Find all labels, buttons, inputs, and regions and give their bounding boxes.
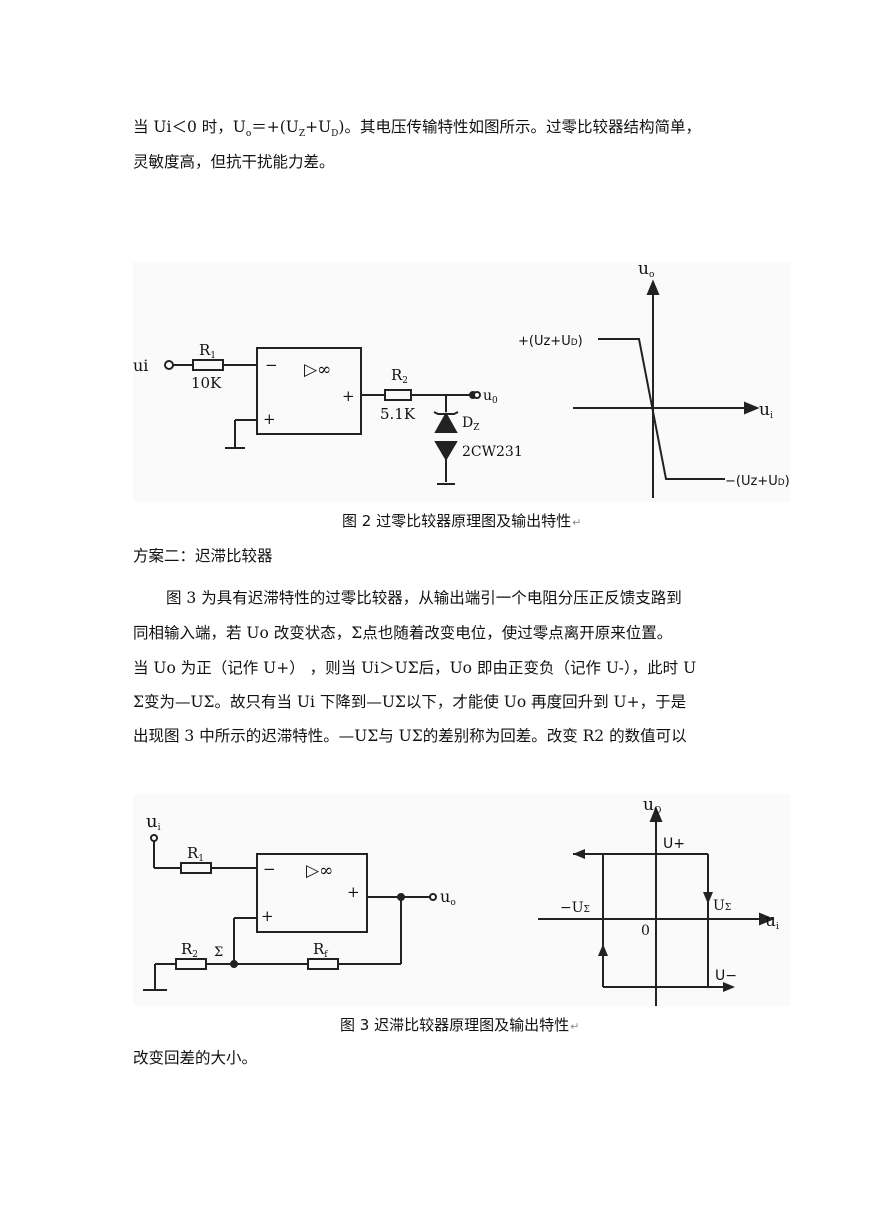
paragraph-1-line-2: 灵敏度高，但抗干扰能力差。: [133, 153, 335, 171]
fig2-output-label: u0: [483, 388, 498, 406]
circuit-2: [164, 347, 481, 485]
paragraph-mark: ↵: [570, 1020, 580, 1033]
fig2-out-plus: +: [342, 387, 355, 405]
figure-2-caption: 图 2 过零比较器原理图及输出特性↵: [342, 512, 582, 530]
fig3-r2-label: R2: [181, 940, 198, 960]
fig3-neg-u-sigma-label: −UΣ: [560, 900, 590, 916]
paragraph-2-line-2: 同相输入端，若 Uo 改变状态，Σ点也随着改变电位，使过零点离开原来位置。: [133, 624, 673, 642]
fig2-input-label: ui: [133, 356, 148, 375]
fig3-hysteresis-graph: [538, 806, 775, 1006]
fig2-plus: +: [263, 410, 276, 428]
fig3-origin-label: 0: [641, 923, 650, 939]
circuit-3: [143, 834, 437, 991]
fig3-direction-arrows: [573, 849, 735, 992]
fig2-dz-part: 2CW231: [462, 444, 523, 460]
fig2-r1-value: 10K: [191, 374, 222, 392]
fig3-u-sigma-label: UΣ: [713, 898, 731, 914]
fig3-input-label: ui: [146, 811, 161, 833]
paragraph-2-line-3: 当 Uo 为正（记作 U+） ，则当 Ui＞UΣ后，Uo 即由正变负（记作 U-…: [133, 659, 697, 677]
section-heading: 方案二：迟滞比较器: [133, 547, 273, 565]
fig2-x-axis-label: ui: [759, 400, 773, 421]
fig3-rf-label: Rf: [313, 940, 328, 960]
fig3-plus: +: [261, 907, 274, 925]
paragraph-mark: ↵: [572, 516, 582, 529]
fig3-output-label: uo: [440, 887, 456, 908]
fig3-r1-label: R1: [187, 844, 204, 864]
fig3-u-plus-label: U+: [663, 836, 685, 852]
paragraph-2-line-4: Σ变为—UΣ。故只有当 Ui 下降到—UΣ以下，才能使 Uo 再度回升到 U+，…: [133, 693, 687, 711]
fig3-sigma: Σ: [214, 945, 223, 960]
paragraph-1-line-1: 当 Ui＜0 时，Uo＝+(UZ+UD)。其电压传输特性如图所示。过零比较器结构…: [133, 118, 701, 140]
fig2-y-axis-label: uo: [638, 262, 654, 280]
paragraph-2-line-5: 出现图 3 中所示的迟滞特性。—UΣ与 UΣ的差别称为回差。改变 R2 的数值可…: [133, 727, 687, 745]
fig2-minus: −: [265, 356, 278, 374]
fig2-r2-label: R2: [391, 366, 408, 386]
closing-line: 改变回差的大小。: [133, 1049, 258, 1067]
fig2-dz-label: DZ: [462, 415, 480, 433]
fig2-r2-value: 5.1K: [380, 405, 416, 423]
fig3-u-minus-label: U−: [715, 968, 737, 984]
fig2-transfer-graph: [573, 279, 760, 498]
fig2-opamp-symbol: ▷∞: [304, 360, 331, 380]
figure-2: ui R1 10K − + ▷∞ + R2 5.1K u0 DZ 2CW231 …: [133, 262, 790, 502]
fig3-minus: −: [263, 860, 276, 878]
fig3-x-axis-label: ui: [765, 911, 779, 932]
figure-3: ui R1 − + ▷∞ + uo R2 Σ Rf uO ui U+ U− −U…: [133, 794, 790, 1006]
fig2-high-level-label: +(Uz+UD): [518, 334, 583, 349]
fig3-out-plus: +: [347, 883, 360, 901]
paragraph-2-line-1: 图 3 为具有迟滞特性的过零比较器，从输出端引一个电阻分压正反馈支路到: [166, 589, 682, 607]
fig3-opamp-symbol: ▷∞: [306, 861, 333, 881]
fig2-r1-label: R1: [199, 341, 216, 361]
fig2-low-level-label: −(Uz+UD): [725, 474, 790, 489]
figure-3-caption: 图 3 迟滞比较器原理图及输出特性↵: [340, 1016, 580, 1034]
fig3-y-axis-label: uO: [643, 795, 661, 816]
